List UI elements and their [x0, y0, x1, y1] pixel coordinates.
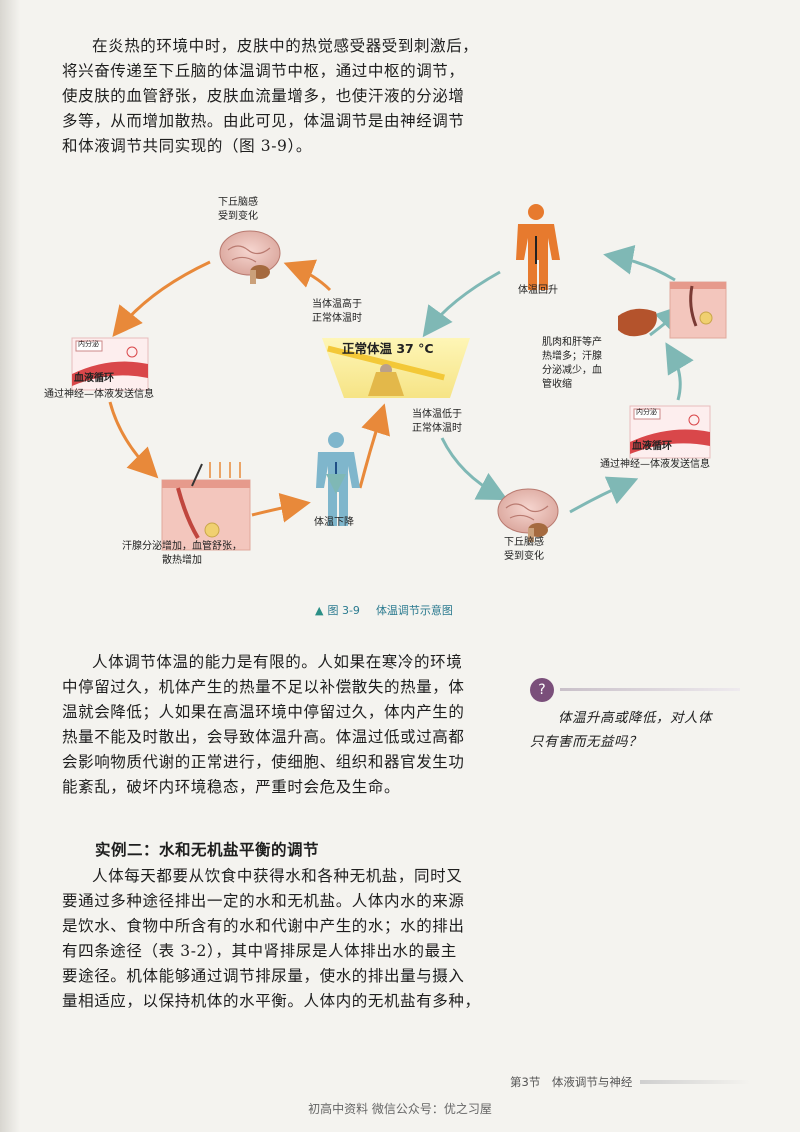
question-divider [560, 688, 740, 691]
label-muscle-liver: 肌肉和肝等产 热增多；汗腺 分泌减少，血 管收缩 [542, 336, 602, 392]
paragraph-line: 能紊乱，破坏内环境稳态，严重时会危及生命。 [62, 778, 401, 796]
paragraph-line: 温就会降低；人如果在高温环境中停留过久，体内产生的 [62, 703, 465, 721]
running-footer: 第3节 体液调节与神经 [510, 1075, 633, 1089]
intro-line: 多等，从而增加散热。由此可见，体温调节是由神经调节 [62, 112, 465, 130]
label-sweat-increase: 汗腺分泌增加，血管舒张， 散热增加 [122, 540, 242, 568]
label-below-normal: 当体温低于 正常体温时 [412, 408, 462, 436]
label-line: 下丘脑感 [218, 197, 258, 208]
seesaw-bar [327, 345, 445, 381]
brain-icon [219, 230, 281, 284]
blood-vessel-icon [629, 405, 711, 459]
body-cool-figure [316, 432, 360, 526]
intro-paragraph: 在炎热的环境中时，皮肤中的热觉感受器受到刺激后， 将兴奋传递至下丘脑的体温调节中… [62, 34, 502, 159]
label-neuro-humoral-left: 通过神经—体液发送信息 [44, 389, 154, 400]
figure-caption: ▲图 3-9 体温调节示意图 [315, 602, 453, 618]
question-icon: ? [530, 678, 554, 702]
paragraph-line: 有四条途径（表 3-2），其中肾排尿是人体排出水的最主 [62, 942, 457, 960]
body-paragraph: 人体调节体温的能力是有限的。人如果在寒冷的环境 中停留过久，机体产生的热量不足以… [62, 650, 502, 800]
tag-endocrine-left: 内分泌 [78, 340, 99, 348]
caption-title: 体温调节示意图 [375, 604, 453, 617]
label-line: 受到变化 [218, 211, 258, 222]
arrow-center-to-brain-bottom [440, 437, 508, 501]
label-body-temp-up: 体温回升 [518, 285, 558, 296]
question-line: 只有害而无益吗？ [530, 734, 642, 750]
label-blood-circulation-right: 血液循环 [632, 441, 672, 452]
paragraph-line: 是饮水、食物中所含有的水和代谢中产生的水；水的排出 [62, 917, 465, 935]
label-brain-bottom: 下丘脑感 受到变化 [504, 536, 544, 564]
label-line: 正常体温时 [412, 423, 462, 434]
arrow-blood-to-muscle [665, 342, 694, 401]
label-line: 下丘脑感 [504, 537, 544, 548]
label-normal-temperature: 正常体温 37 °C [342, 341, 434, 356]
caption-number: 图 3-9 [327, 604, 360, 617]
label-body-temp-down: 体温下降 [314, 517, 354, 528]
paragraph-line: 要通过多种途径排出一定的水和无机盐。人体内水的来源 [62, 892, 465, 910]
label-blood-circulation-left: 血液循环 [74, 373, 114, 384]
watermark-text: 初高中资料 微信公众号：优之习屋 [308, 1102, 492, 1116]
liver-icon [618, 308, 657, 337]
paragraph-line: 量相适应，以保持机体的水平衡。人体内的无机盐有多种， [62, 992, 481, 1010]
arrow-skin-to-body-up [603, 245, 676, 282]
skin-sweat-icon [161, 462, 251, 551]
label-line: 散热增加 [162, 555, 202, 566]
page-binding-shadow [0, 0, 20, 1132]
label-line: 正常体温时 [312, 313, 362, 324]
intro-line: 和体液调节共同实现的（图 3-9）。 [62, 137, 312, 155]
label-line: 当体温高于 [312, 299, 362, 310]
arrow-skin-to-body-down [251, 492, 311, 523]
paragraph-line: 人体每天都要从饮食中获得水和各种无机盐，同时又 [92, 867, 463, 885]
arrow-brain-to-blood-right [569, 476, 639, 514]
brain-icon [497, 488, 559, 542]
paragraph-line: 要途径。机体能够通过调节排尿量，使水的排出量与摄入 [62, 967, 465, 985]
label-line: 受到变化 [504, 551, 544, 562]
section-heading: 实例二：水和无机盐平衡的调节 [95, 841, 320, 859]
label-brain-top: 下丘脑感 受到变化 [218, 196, 258, 224]
arrow-body-down-to-center [358, 403, 390, 489]
body-paragraph: 人体每天都要从饮食中获得水和各种无机盐，同时又 要通过多种途径排出一定的水和无机… [62, 864, 502, 1014]
question-text: 体温升高或降低，对人体 只有害而无益吗？ [530, 706, 740, 754]
intro-line: 在炎热的环境中时，皮肤中的热觉感受器受到刺激后， [92, 37, 479, 55]
arrow-blood-to-skin [108, 401, 159, 479]
arrow-body-up-to-center [422, 270, 501, 338]
thermoregulation-diagram: 下丘脑感 受到变化 当体温高于 正常体温时 正常体温 37 °C 当体温低于 正… [30, 190, 770, 610]
arrow-center-to-brain [283, 259, 332, 292]
caption-triangle-icon: ▲ [315, 604, 324, 617]
body-warm-figure [516, 204, 560, 290]
arrow-brain-to-blood-left [112, 260, 211, 338]
paragraph-line: 人体调节体温的能力是有限的。人如果在寒冷的环境 [92, 653, 463, 671]
paragraph-line: 会影响物质代谢的正常进行，使细胞、组织和器官发生功 [62, 753, 465, 771]
skin-hair-icon [669, 281, 727, 339]
label-line: 热增多；汗腺 [542, 351, 602, 362]
diagram-graphics [71, 204, 727, 551]
blood-vessel-icon [71, 337, 149, 391]
tag-endocrine-right: 内分泌 [636, 408, 657, 416]
intro-line: 使皮肤的血管舒张，皮肤血流量增多，也使汗液的分泌增 [62, 87, 465, 105]
footer-fade [640, 1080, 750, 1084]
label-line: 汗腺分泌增加，血管舒张， [122, 541, 242, 552]
paragraph-line: 热量不能及时散出，会导致体温升高。体温过低或过高都 [62, 728, 465, 746]
seesaw-stand [368, 372, 404, 396]
intro-line: 将兴奋传递至下丘脑的体温调节中枢，通过中枢的调节， [62, 62, 465, 80]
label-line: 当体温低于 [412, 409, 462, 420]
paragraph-line: 中停留过久，机体产生的热量不足以补偿散失的热量，体 [62, 678, 465, 696]
label-line: 肌肉和肝等产 [542, 337, 602, 348]
label-line: 分泌减少，血 [542, 365, 602, 376]
label-neuro-humoral-right: 通过神经—体液发送信息 [600, 459, 710, 470]
label-above-normal: 当体温高于 正常体温时 [312, 298, 362, 326]
label-line: 管收缩 [542, 379, 572, 390]
question-line: 体温升高或降低，对人体 [558, 710, 712, 726]
